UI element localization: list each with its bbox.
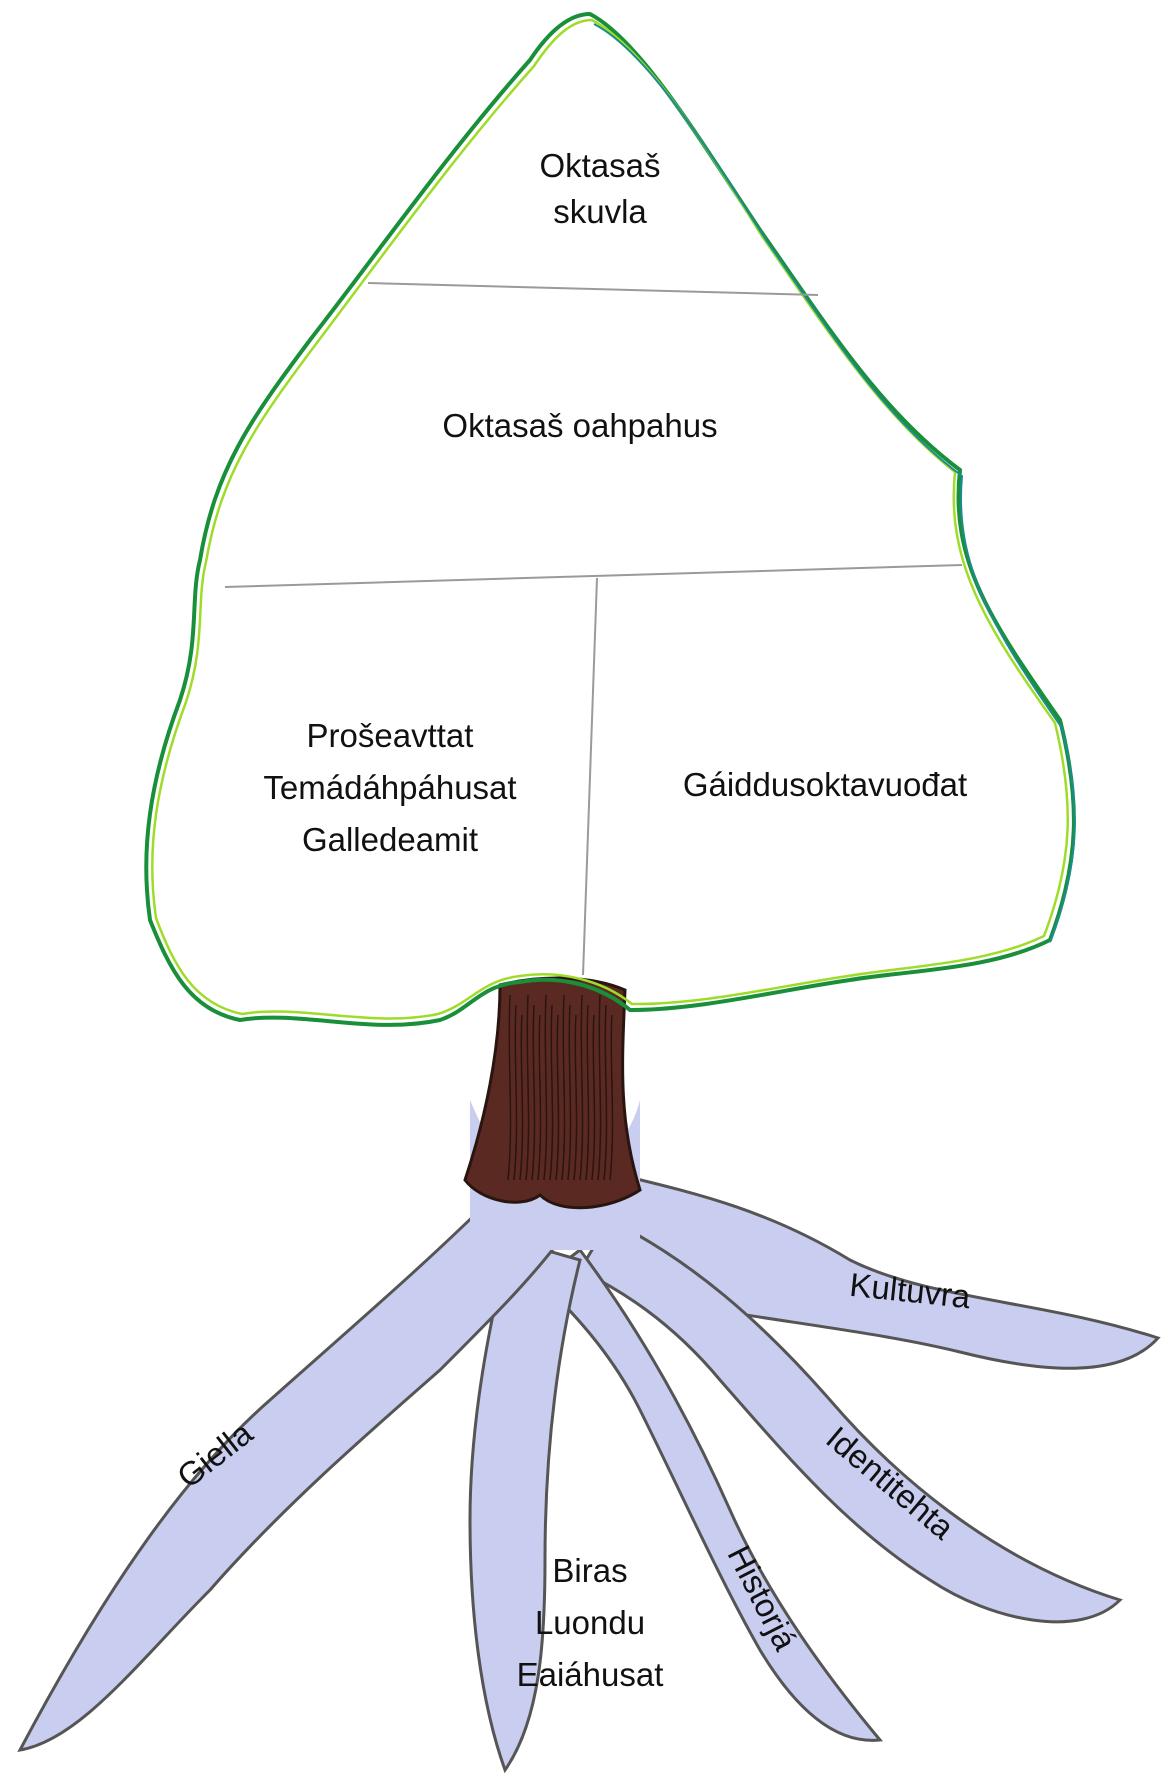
- label-biras-luondu: Biras Luondu Eaiáhusat: [460, 1545, 720, 1701]
- label-projects-line2: Temádáhpáhusat: [200, 762, 580, 814]
- label-projects-line1: Prošeavttat: [200, 710, 580, 762]
- label-gaiddusoktavuodat-text: Gáiddusoktavuođat: [615, 762, 1035, 808]
- label-ealahusat: Eaiáhusat: [460, 1649, 720, 1701]
- label-oktasas-oahpahus-text: Oktasaš oahpahus: [360, 403, 800, 449]
- label-luondu: Luondu: [460, 1597, 720, 1649]
- divider-top: [368, 283, 818, 295]
- divider-vertical: [583, 578, 597, 975]
- divider-middle: [225, 565, 962, 587]
- label-oktasas-skuvla-line2: skuvla: [460, 189, 740, 235]
- label-gaiddusoktavuodat: Gáiddusoktavuođat: [615, 762, 1035, 808]
- label-projects: Prošeavttat Temádáhpáhusat Galledeamit: [200, 710, 580, 866]
- label-projects-line3: Galledeamit: [200, 814, 580, 866]
- label-oktasas-skuvla: Oktasaš skuvla: [460, 143, 740, 235]
- label-oktasas-oahpahus: Oktasaš oahpahus: [360, 403, 800, 449]
- trunk: [465, 978, 640, 1208]
- label-oktasas-skuvla-line1: Oktasaš: [460, 143, 740, 189]
- label-biras: Biras: [460, 1545, 720, 1597]
